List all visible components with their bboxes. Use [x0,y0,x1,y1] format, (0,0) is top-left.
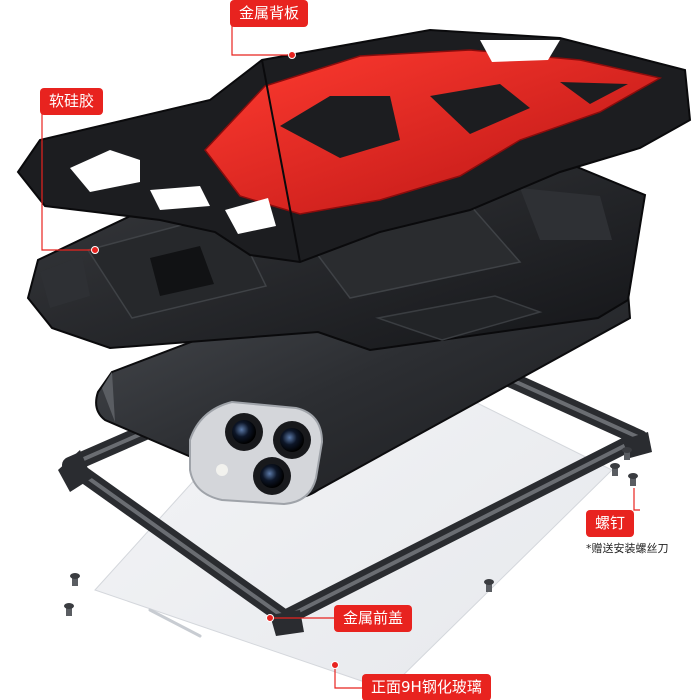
camera-module [189,400,324,506]
callout-tempered-glass: 正面9H钢化玻璃 [362,674,491,700]
callout-metal-front-cover: 金属前盖 [334,605,413,632]
screw-icon [484,579,494,592]
screw-icon [70,573,80,586]
screw-icon [610,463,620,476]
callout-screwdriver-note: *赠送安装螺丝刀 [586,542,669,555]
callout-metal-back-plate: 金属背板 [230,0,309,27]
screw-icon [64,603,74,616]
callout-soft-silicone: 软硅胶 [40,88,104,115]
metal-back-plate [16,28,692,264]
screw-icon [622,447,632,460]
screw-set [64,447,638,616]
callout-screws: 螺钉 [586,510,635,537]
screw-icon [628,473,638,486]
